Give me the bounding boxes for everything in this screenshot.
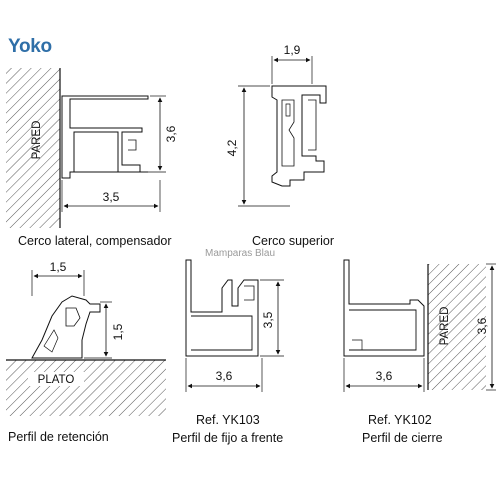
dim-height: 4,2: [225, 139, 239, 156]
dim-width: 1,5: [50, 260, 67, 274]
dim-height: 3,6: [475, 317, 489, 334]
dim-width: 3,5: [103, 190, 120, 204]
panel-perfil-retencion: PLATO 1,5 1,5: [6, 260, 166, 416]
dim-width: 3,6: [376, 369, 393, 383]
dim-width: 1,9: [284, 43, 301, 57]
profile-retencion: [31, 295, 101, 359]
profile-cerco-lateral: [61, 95, 149, 179]
caption-cerco-lateral: Cerco lateral, compensador: [18, 234, 172, 248]
dim-height: 3,6: [164, 125, 178, 142]
caption-cerco-superior: Cerco superior: [252, 234, 334, 248]
caption-yk103: Perfil de fijo a frente: [172, 431, 284, 445]
dim-height: 1,5: [111, 323, 125, 340]
wall-hatch: [428, 264, 486, 390]
panel-yk102: PARED 3,6 3,6: [343, 259, 496, 392]
panel-yk103: 3,5 3,6: [185, 259, 284, 392]
ref-yk103: Ref. YK103: [196, 413, 260, 427]
wall-label: PARED: [31, 121, 43, 160]
panel-cerco-superior: 1,9 4,2: [225, 43, 327, 207]
caption-yk102: Perfil de cierre: [362, 431, 443, 445]
floor-label: PLATO: [38, 374, 75, 386]
ref-yk102: Ref. YK102: [368, 413, 432, 427]
dim-width: 3,6: [216, 369, 233, 383]
floor-hatch: [6, 360, 166, 416]
profile-yk102: [343, 259, 425, 357]
caption-perfil-retencion: Perfil de retención: [8, 430, 109, 444]
wall-hatch: [6, 68, 60, 228]
wall-label: PARED: [439, 307, 451, 346]
profile-yk103: [185, 259, 259, 357]
panel-cerco-lateral: PARED 3,5 3,6: [6, 68, 178, 228]
brand-logo: Yoko: [8, 36, 52, 57]
watermark: Mamparas Blau: [205, 248, 276, 259]
dim-height: 3,5: [261, 311, 275, 328]
profile-cerco-superior: [271, 85, 327, 187]
